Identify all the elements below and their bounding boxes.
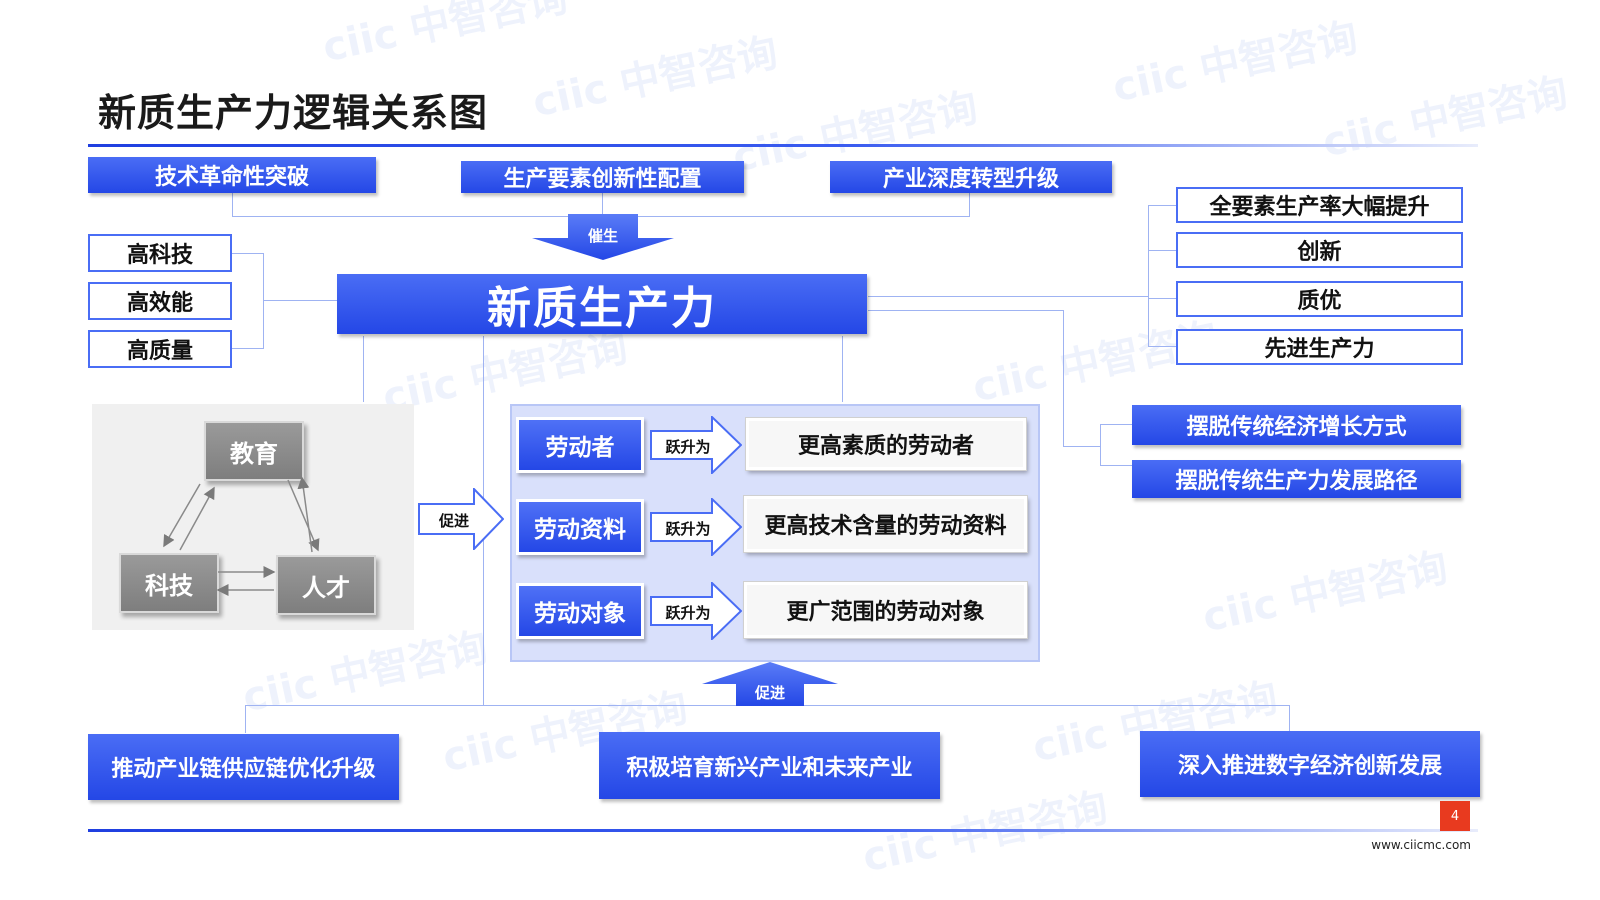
node-education: 教育 bbox=[204, 421, 304, 481]
right-arrow-icon bbox=[418, 488, 504, 550]
result-worker: 更高素质的劳动者 bbox=[745, 417, 1027, 471]
trait-quality: 质优 bbox=[1176, 281, 1463, 317]
cujin-bottom-label: 促进 bbox=[754, 684, 785, 702]
row-verb: 跃升为 bbox=[665, 520, 711, 538]
trait-advanced-productivity: 先进生产力 bbox=[1176, 329, 1463, 365]
page-number-badge: 4 bbox=[1440, 801, 1470, 831]
footer-rule bbox=[88, 829, 1478, 832]
result-object: 更广范围的劳动对象 bbox=[743, 581, 1028, 639]
watermark: ciic 中智咨询 bbox=[528, 29, 782, 127]
title-underline bbox=[88, 144, 1478, 147]
page-title: 新质生产力逻辑关系图 bbox=[98, 91, 489, 135]
bottom-bar-emerging-industries: 积极培育新兴产业和未来产业 bbox=[599, 732, 940, 799]
center-box-new-productivity: 新质生产力 bbox=[337, 274, 867, 334]
result-means: 更高技术含量的劳动资料 bbox=[743, 495, 1028, 553]
trait-innovation: 创新 bbox=[1176, 232, 1463, 268]
watermark: ciic 中智咨询 bbox=[318, 0, 572, 72]
watermark: ciic 中智咨询 bbox=[1318, 69, 1572, 167]
row-verb: 跃升为 bbox=[665, 604, 711, 622]
top-bar-factor-allocation: 生产要素创新性配置 bbox=[461, 161, 744, 193]
trait-high-quality: 高质量 bbox=[88, 330, 232, 368]
escape-development-path: 摆脱传统生产力发展路径 bbox=[1132, 460, 1461, 498]
node-technology: 科技 bbox=[119, 553, 219, 613]
labor-means: 劳动资料 bbox=[516, 499, 644, 555]
watermark: ciic 中智咨询 bbox=[1108, 14, 1362, 112]
trait-high-efficiency: 高效能 bbox=[88, 282, 232, 320]
top-bar-industry-upgrade: 产业深度转型升级 bbox=[830, 161, 1112, 193]
row-verb: 跃升为 bbox=[665, 438, 711, 456]
node-talent: 人才 bbox=[276, 555, 376, 615]
escape-growth-mode: 摆脱传统经济增长方式 bbox=[1132, 405, 1461, 445]
down-arrow-icon bbox=[532, 214, 674, 260]
website-link[interactable]: www.ciicmc.com bbox=[1371, 838, 1471, 852]
bottom-bar-digital-economy: 深入推进数字经济创新发展 bbox=[1140, 731, 1480, 797]
right-arrow-icon bbox=[650, 498, 742, 556]
labor-object: 劳动对象 bbox=[516, 583, 644, 639]
triangle-arrows bbox=[163, 476, 320, 596]
cui-sheng-label: 催生 bbox=[587, 227, 618, 245]
top-bar-tech-breakthrough: 技术革命性突破 bbox=[88, 157, 376, 193]
trait-high-tech: 高科技 bbox=[88, 234, 232, 272]
watermark: ciic 中智咨询 bbox=[1198, 544, 1452, 642]
labor-worker: 劳动者 bbox=[516, 417, 644, 473]
watermark: ciic 中智咨询 bbox=[238, 624, 492, 722]
right-arrow-icon bbox=[650, 416, 742, 474]
up-arrow-icon bbox=[702, 662, 838, 706]
cujin-left-label: 促进 bbox=[438, 512, 469, 530]
trait-tfp-increase: 全要素生产率大幅提升 bbox=[1176, 187, 1463, 223]
bottom-bar-supply-chain: 推动产业链供应链优化升级 bbox=[88, 734, 399, 800]
right-arrow-icon bbox=[650, 582, 742, 640]
